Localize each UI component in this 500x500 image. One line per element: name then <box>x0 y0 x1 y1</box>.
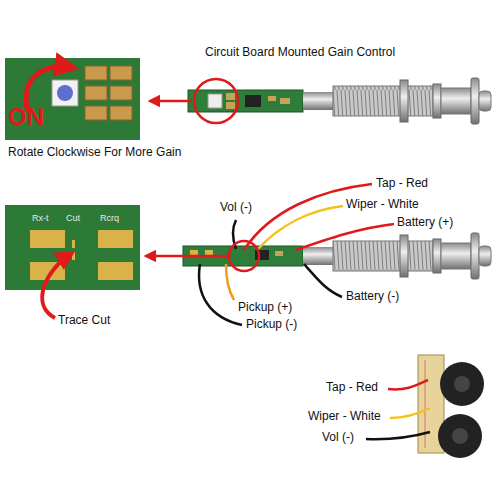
silkscreen-label: Cut <box>66 214 80 224</box>
output-jack-top <box>303 78 491 124</box>
wire-label: Wiper - White <box>346 198 419 211</box>
silkscreen-label: Rcrq <box>100 214 119 224</box>
wire-label: Battery (-) <box>346 290 399 303</box>
callout-label: Trace Cut <box>58 314 110 327</box>
highlight-circle <box>229 241 259 271</box>
wire-label: Pickup (-) <box>246 318 297 331</box>
caption-label: Rotate Clockwise For More Gain <box>8 146 181 159</box>
wire-label: Pickup (+) <box>238 301 292 314</box>
preamp-board-top <box>188 90 303 112</box>
caption-label: Circuit Board Mounted Gain Control <box>205 46 395 59</box>
on-label: ON <box>8 104 44 130</box>
pot-assembly <box>418 355 484 458</box>
gain-inset <box>5 58 140 140</box>
trace-inset <box>5 205 140 318</box>
wire-label: Vol (-) <box>322 431 354 444</box>
zoom-arrow <box>150 100 192 103</box>
wire-label: Vol (-) <box>220 201 252 214</box>
output-jack-middle <box>303 233 491 279</box>
wire-label: Tap - Red <box>326 381 378 394</box>
silkscreen-label: Rx-t <box>32 214 49 224</box>
wire-label: Battery (+) <box>397 216 453 229</box>
wire-label: Wiper - White <box>308 410 381 423</box>
highlight-circle <box>194 79 238 123</box>
wire-label: Tap - Red <box>376 177 428 190</box>
zoom-arrow <box>146 255 229 258</box>
